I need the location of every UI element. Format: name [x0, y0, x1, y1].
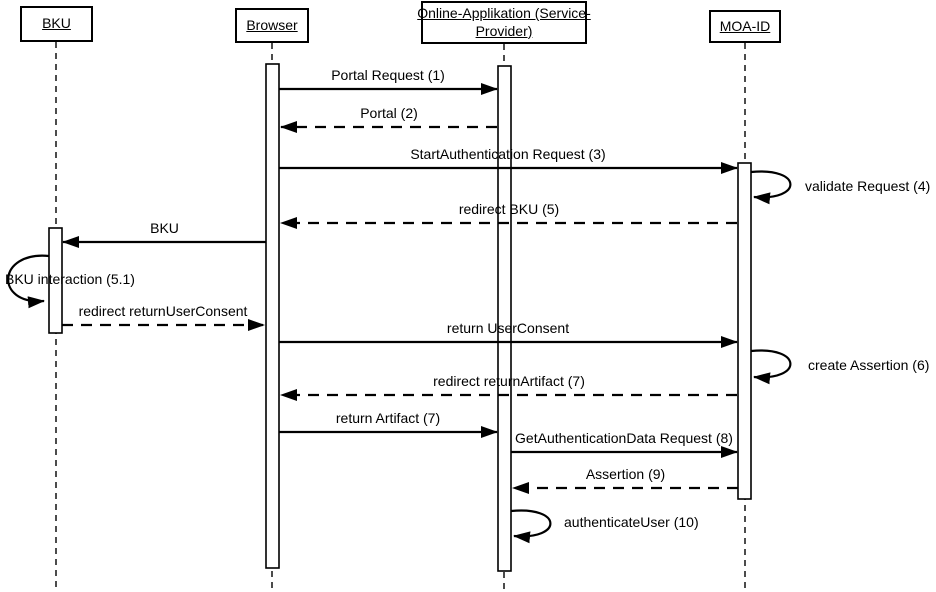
- message-label-validate-request-4: validate Request (4): [805, 178, 931, 194]
- activation-bar-moaid: [737, 162, 752, 500]
- self-message-arrow-validate-request-4: [750, 170, 792, 205]
- messages-layer: [7, 83, 792, 544]
- actor-label-browser: Browser: [246, 16, 298, 33]
- actor-box-moaid: MOA-ID: [709, 10, 781, 43]
- message-label-startauthentication-request-3: StartAuthentication Request (3): [410, 146, 606, 162]
- message-label-redirect-bku-5: redirect BKU (5): [458, 201, 560, 217]
- actor-label-oa: Online-Applikation (Service-: [417, 5, 591, 21]
- actor-box-oa: Online-Applikation (Service-Provider): [417, 1, 591, 44]
- activation-bar-oa: [497, 65, 512, 572]
- actor-label-bku: BKU: [42, 15, 71, 32]
- message-label-return-userconsent: return UserConsent: [446, 320, 570, 336]
- message-label-assertion-9: Assertion (9): [585, 466, 666, 482]
- actor-label-moaid: MOA-ID: [719, 17, 771, 34]
- message-label-return-artifact-7: return Artifact (7): [335, 410, 441, 426]
- message-label-getauthenticationdata-request-8: GetAuthenticationData Request (8): [515, 430, 733, 446]
- message-label-portal-request-1: Portal Request (1): [331, 67, 445, 83]
- message-label-authenticateuser-10: authenticateUser (10): [564, 514, 699, 530]
- activation-bar-bku: [48, 227, 63, 334]
- message-label-portal-2: Portal (2): [360, 105, 418, 121]
- self-message-arrow-bku-interaction-5-1: [7, 254, 50, 309]
- self-message-arrow-authenticateuser-10: [510, 509, 552, 544]
- activation-bars-layer: [48, 63, 752, 572]
- actor-label-oa: Provider): [475, 22, 533, 39]
- message-label-bku-interaction-5-1: BKU interaction (5.1): [5, 271, 135, 287]
- message-label-bku: BKU: [150, 220, 179, 236]
- actor-box-browser: Browser: [235, 8, 309, 43]
- activation-bar-browser: [265, 63, 280, 569]
- message-label-redirect-returnuserconsent: redirect returnUserConsent: [78, 303, 248, 319]
- actor-box-bku: BKU: [20, 6, 93, 42]
- self-message-arrow-create-assertion-6: [750, 349, 792, 385]
- message-label-create-assertion-6: create Assertion (6): [808, 357, 930, 373]
- message-label-redirect-returnartifact-7: redirect returnArtifact (7): [433, 373, 585, 389]
